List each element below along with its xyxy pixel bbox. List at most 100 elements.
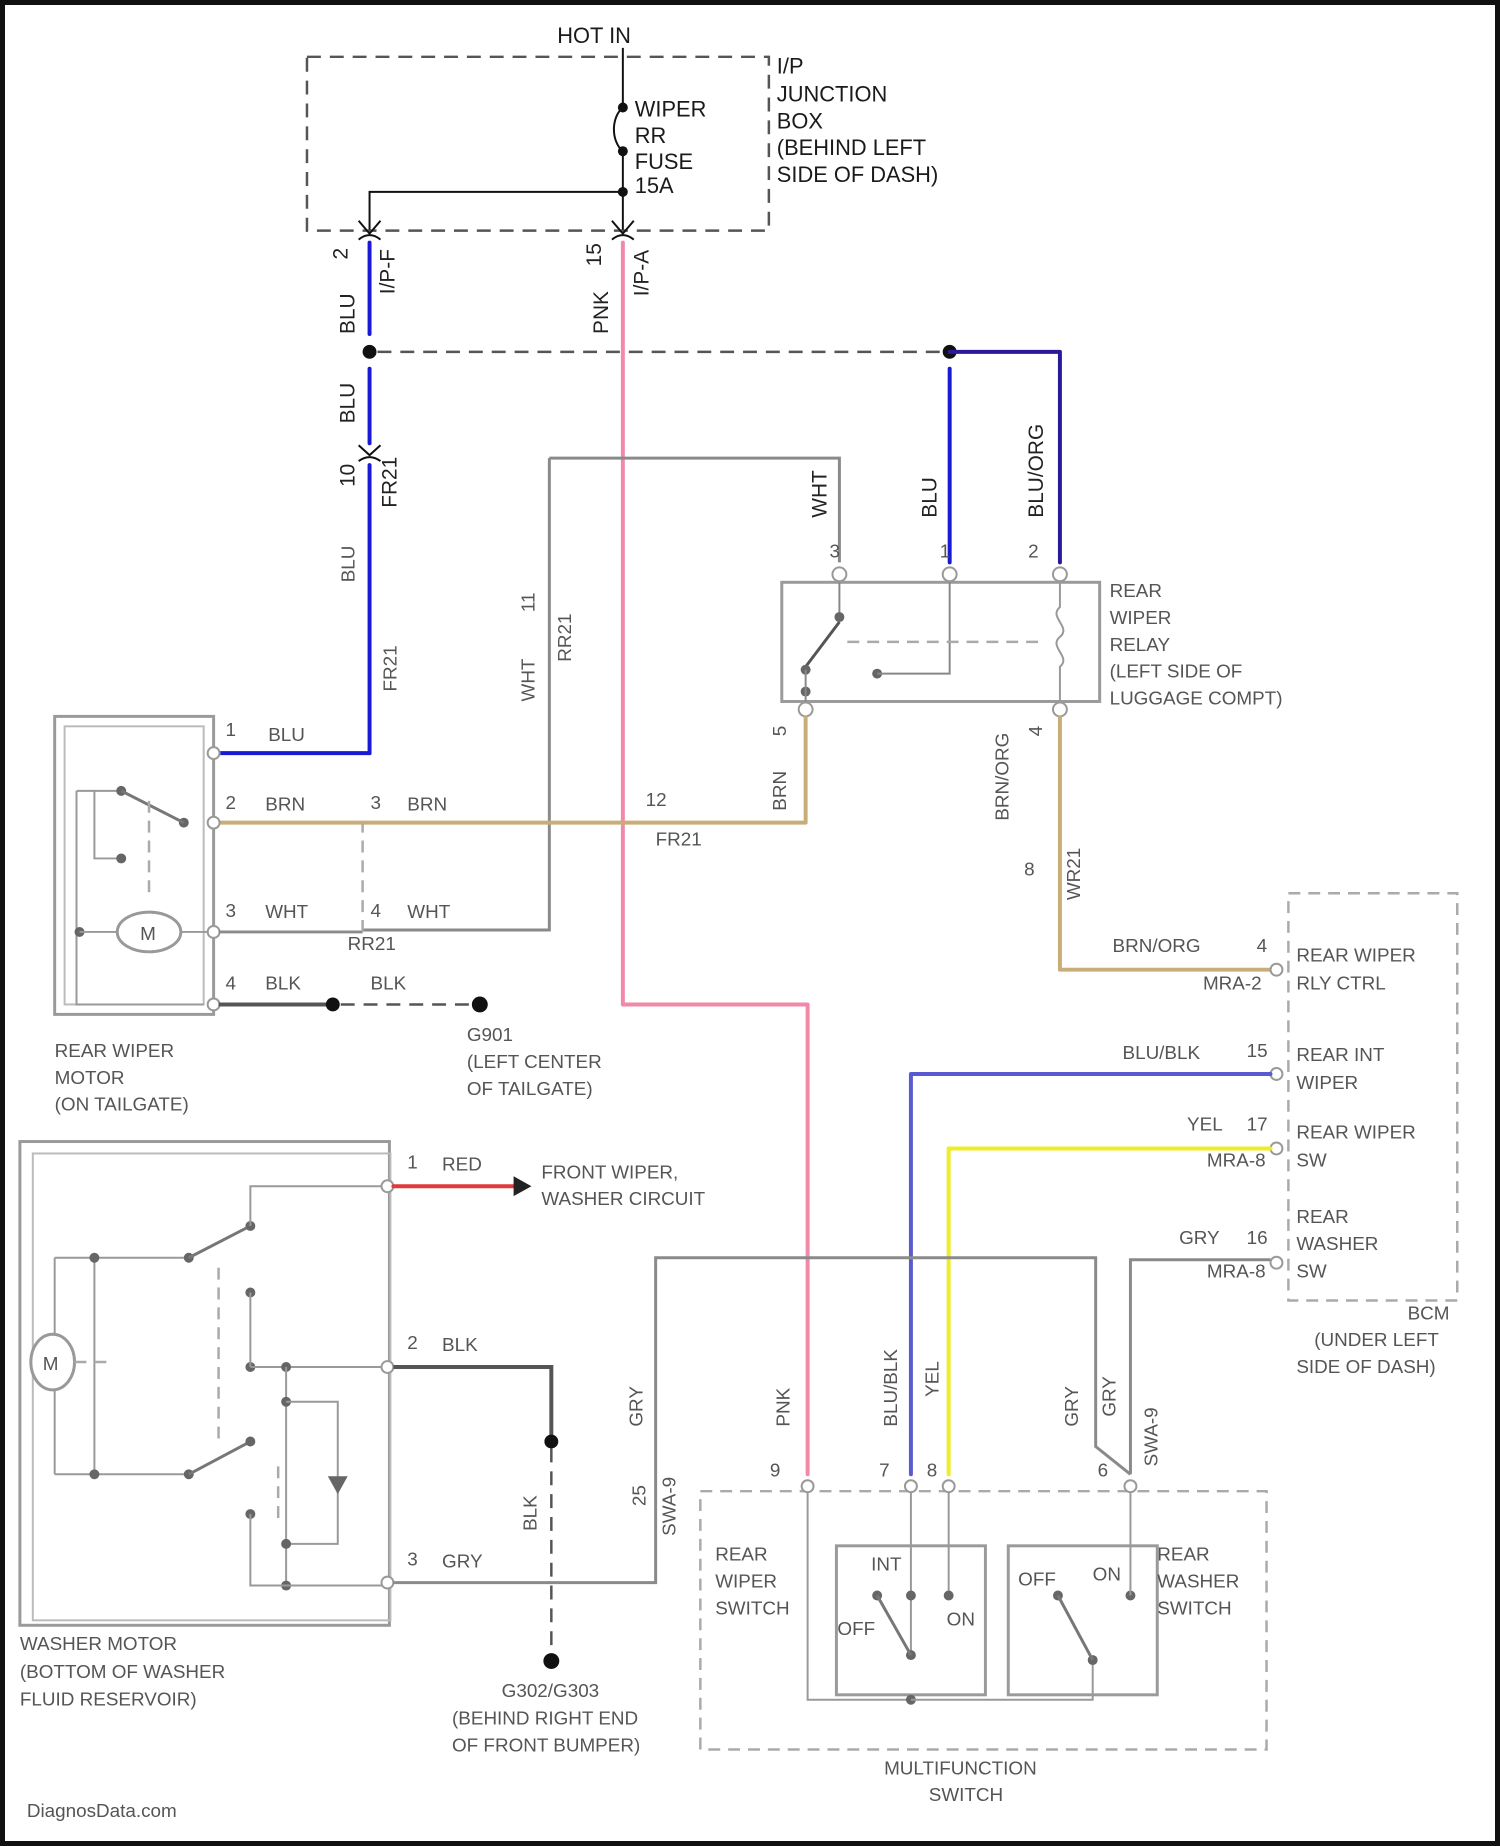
svg-text:BLK: BLK xyxy=(371,973,407,994)
front-circuit-arrow xyxy=(514,1176,532,1196)
svg-text:MRA-8: MRA-8 xyxy=(1207,1149,1266,1170)
svg-text:1: 1 xyxy=(407,1151,418,1172)
svg-text:WHT: WHT xyxy=(265,901,308,922)
wire-label-brn-org-v: BRN/ORG xyxy=(991,733,1012,821)
ipf-name: I/P-F xyxy=(376,249,399,294)
wiper-rr-fuse: WIPER RR FUSE 15A xyxy=(614,48,706,230)
svg-text:YEL: YEL xyxy=(1187,1114,1223,1135)
wire-wht-top xyxy=(549,458,839,562)
svg-text:(LEFT SIDE OF: (LEFT SIDE OF xyxy=(1110,661,1243,682)
svg-text:WASHER CIRCUIT: WASHER CIRCUIT xyxy=(541,1188,705,1209)
svg-text:15A: 15A xyxy=(635,173,674,198)
svg-text:G901: G901 xyxy=(467,1024,513,1045)
svg-text:16: 16 xyxy=(1247,1227,1268,1248)
wire-brn xyxy=(219,717,806,822)
svg-text:PNK: PNK xyxy=(773,1387,794,1426)
wire-label-brn: BRN xyxy=(769,771,790,811)
svg-text:(ON TAILGATE): (ON TAILGATE) xyxy=(55,1094,189,1115)
svg-text:2: 2 xyxy=(407,1332,418,1353)
svg-text:4: 4 xyxy=(226,973,236,994)
svg-text:G302/G303: G302/G303 xyxy=(502,1680,600,1701)
ground-g901-dot xyxy=(472,997,488,1013)
svg-text:WIPER: WIPER xyxy=(715,1571,777,1592)
wire-label-wht: WHT xyxy=(808,470,831,518)
svg-text:LUGGAGE COMPT): LUGGAGE COMPT) xyxy=(1110,687,1283,708)
svg-text:3: 3 xyxy=(829,540,840,561)
svg-text:RED: RED xyxy=(442,1153,482,1174)
svg-text:3: 3 xyxy=(371,792,382,813)
wire-label-blu-3: BLU xyxy=(338,546,359,583)
svg-text:SIDE OF DASH): SIDE OF DASH) xyxy=(777,162,938,187)
svg-text:4: 4 xyxy=(1257,935,1268,956)
wire-pnk xyxy=(623,243,808,1475)
svg-text:REAR: REAR xyxy=(1157,1544,1209,1565)
ipf-pin: 2 xyxy=(330,248,353,260)
svg-text:GRY: GRY xyxy=(1179,1227,1220,1248)
svg-text:BRN: BRN xyxy=(265,794,305,815)
fr21-lower: FR21 xyxy=(379,645,400,691)
svg-text:(BEHIND LEFT: (BEHIND LEFT xyxy=(777,135,926,160)
svg-text:OF FRONT BUMPER): OF FRONT BUMPER) xyxy=(452,1734,640,1755)
svg-text:BLU/BLK: BLU/BLK xyxy=(1123,1042,1201,1063)
washer-motor: 1 RED 2 BLK 3 GRY M xyxy=(20,1142,483,1710)
svg-text:SW: SW xyxy=(1296,1149,1327,1170)
svg-text:BCM: BCM xyxy=(1408,1302,1450,1323)
svg-text:7: 7 xyxy=(879,1459,890,1480)
front-wiper-washer-circuit: FRONT WIPER, WASHER CIRCUIT xyxy=(541,1161,705,1209)
swa9-label: SWA-9 xyxy=(659,1477,680,1536)
svg-text:SWITCH: SWITCH xyxy=(929,1784,1003,1805)
svg-text:REAR: REAR xyxy=(1296,1206,1348,1227)
svg-text:2: 2 xyxy=(1028,540,1039,561)
junction-box-outline xyxy=(307,57,769,231)
wr21-pin: 8 xyxy=(1024,858,1035,879)
svg-text:BOX: BOX xyxy=(777,108,824,133)
svg-text:SWITCH: SWITCH xyxy=(715,1597,789,1618)
fr21-right: FR21 xyxy=(656,829,702,850)
wire-label-wht-left: WHT xyxy=(517,658,538,701)
svg-text:FRONT WIPER,: FRONT WIPER, xyxy=(541,1161,678,1182)
svg-text:GRY: GRY xyxy=(1061,1386,1082,1427)
svg-text:M: M xyxy=(140,923,156,944)
wire-label-blu-1: BLU xyxy=(337,293,360,334)
wire-label-blu-2: BLU xyxy=(337,383,360,424)
ipa-pin: 15 xyxy=(583,243,606,266)
svg-text:ON: ON xyxy=(947,1608,975,1629)
svg-text:REAR WIPER: REAR WIPER xyxy=(1296,945,1415,966)
ipa-name: I/P-A xyxy=(631,250,654,296)
svg-text:4: 4 xyxy=(1025,726,1046,737)
svg-text:WASHER MOTOR: WASHER MOTOR xyxy=(20,1633,177,1654)
svg-text:YEL: YEL xyxy=(922,1361,943,1397)
svg-text:WASHER: WASHER xyxy=(1296,1233,1378,1254)
rear-wiper-relay: 3 1 2 5 4 REAR WIPER RELAY (LEFT SIDE OF… xyxy=(769,540,1283,736)
blk-splice xyxy=(326,998,340,1012)
svg-text:RLY CTRL: RLY CTRL xyxy=(1296,973,1385,994)
svg-text:REAR: REAR xyxy=(1110,580,1162,601)
svg-text:REAR WIPER: REAR WIPER xyxy=(55,1040,174,1061)
svg-text:I/P: I/P xyxy=(777,54,804,79)
svg-text:BLK: BLK xyxy=(265,973,301,994)
svg-text:9: 9 xyxy=(770,1459,781,1480)
svg-text:5: 5 xyxy=(769,726,790,737)
wr21-name: WR21 xyxy=(1063,848,1084,900)
svg-text:SW: SW xyxy=(1296,1261,1327,1282)
fr21-pin12: 12 xyxy=(646,789,667,810)
wire-gry-washer xyxy=(393,1258,1130,1583)
svg-text:GRY: GRY xyxy=(1099,1376,1120,1417)
svg-text:FUSE: FUSE xyxy=(635,149,693,174)
svg-text:MRA-2: MRA-2 xyxy=(1203,973,1262,994)
svg-text:BLK: BLK xyxy=(442,1334,478,1355)
svg-text:FLUID RESERVOIR): FLUID RESERVOIR) xyxy=(20,1689,197,1710)
svg-text:MULTIFUNCTION: MULTIFUNCTION xyxy=(884,1757,1037,1778)
svg-text:JUNCTION: JUNCTION xyxy=(777,82,887,107)
wire-label-pnk: PNK xyxy=(590,291,613,334)
svg-text:ON: ON xyxy=(1093,1564,1121,1585)
multifunction-switch: 9 7 8 6 PNK BLU/BLK YEL GRY GRY SWA-9 IN… xyxy=(700,1349,1266,1805)
wire-yel xyxy=(949,1148,1271,1474)
diagram-canvas: HOT IN I/P JUNCTION BOX (BEHIND LEFT SID… xyxy=(5,5,1495,1841)
fr21-pin: 10 xyxy=(337,464,360,487)
svg-text:RR: RR xyxy=(635,123,667,148)
svg-text:BLU: BLU xyxy=(268,724,305,745)
svg-text:REAR WIPER: REAR WIPER xyxy=(1296,1122,1415,1143)
svg-text:WIPER: WIPER xyxy=(1296,1072,1358,1093)
